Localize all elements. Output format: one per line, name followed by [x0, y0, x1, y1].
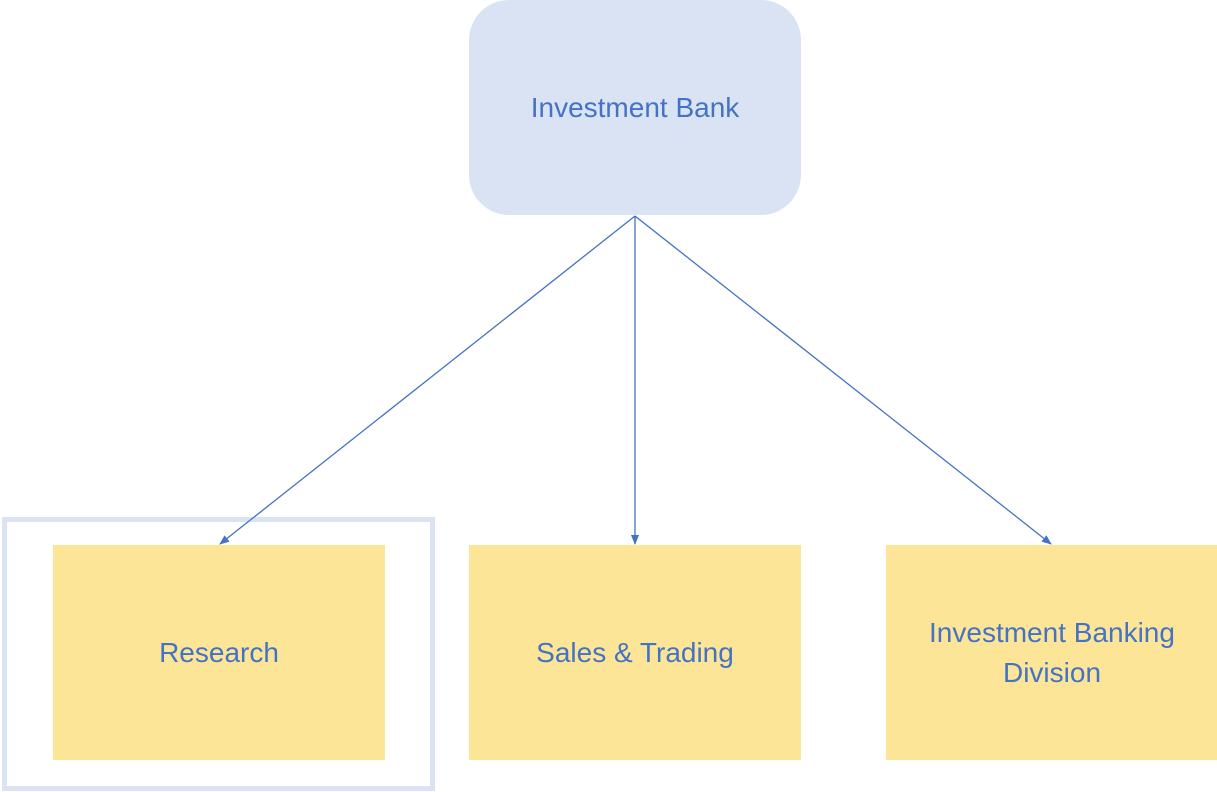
connector-to-research [219, 215, 636, 545]
child-node-label: Research [159, 636, 279, 668]
child-node-research[interactable]: Research [53, 545, 385, 760]
connector-to-ibd [634, 215, 1052, 545]
child-node-label: Investment Banking Division [929, 617, 1175, 688]
selection-highlight-frame [2, 517, 435, 791]
root-node-investment-bank[interactable]: Investment Bank [469, 0, 801, 215]
root-node-label: Investment Bank [530, 91, 740, 123]
child-node-label: Sales & Trading [536, 636, 734, 668]
child-node-sales-trading[interactable]: Sales & Trading [469, 545, 801, 760]
child-node-investment-banking-division[interactable]: Investment Banking Division [886, 545, 1217, 760]
